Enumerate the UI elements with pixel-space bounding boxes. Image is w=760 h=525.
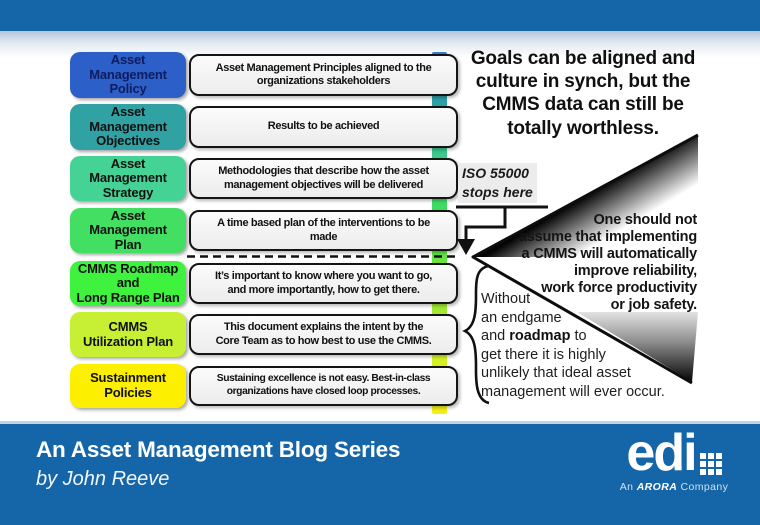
tagline-prefix: An bbox=[619, 480, 634, 493]
stage-label-box: Asset Management Policy bbox=[70, 52, 186, 98]
stage-label-box: Asset Management Strategy bbox=[70, 156, 186, 201]
stage-desc-box: Methodologies that describe how the asse… bbox=[189, 158, 458, 199]
stage-label-line: Asset bbox=[110, 207, 146, 223]
stage-label-line: Asset bbox=[110, 155, 146, 171]
iso-55000-note: ISO 55000 stops here bbox=[458, 163, 537, 203]
edi-logo-text: edi bbox=[626, 424, 697, 482]
without-roadmap-note: Without an endgame and roadmap to get th… bbox=[481, 290, 709, 401]
table-row: Asset Management Strategy Methodologies … bbox=[70, 156, 458, 201]
stage-label-line: Long Range Plan bbox=[76, 289, 180, 305]
edi-logo: edi An ARORA Company bbox=[604, 424, 744, 493]
stage-label-box: Asset Management Plan bbox=[70, 208, 186, 253]
table-row: CMMS Roadmap and Long Range Plan It’s im… bbox=[70, 261, 458, 306]
stage-label-line: Management bbox=[89, 66, 167, 82]
top-banner bbox=[0, 0, 760, 31]
table-row: Asset Management Objectives Results to b… bbox=[70, 104, 458, 150]
stage-label-line: Asset bbox=[110, 104, 146, 120]
stage-label-box: CMMS Utilization Plan bbox=[70, 312, 186, 357]
stage-desc-box: Sustaining excellence is not easy. Best-… bbox=[189, 366, 458, 406]
stage-label-line: CMMS bbox=[108, 318, 148, 334]
stage-label-line: Policy bbox=[109, 81, 147, 97]
stage-label-line: Policies bbox=[104, 385, 152, 400]
stage-label-line: Management bbox=[89, 118, 167, 134]
bottom-banner bbox=[0, 421, 760, 525]
tagline-suffix: Company bbox=[680, 480, 729, 493]
stage-desc-box: Results to be achieved bbox=[189, 106, 458, 148]
stage-label-box: Asset Management Objectives bbox=[70, 104, 186, 150]
table-row: Asset Management Policy Asset Management… bbox=[70, 52, 458, 98]
stage-label-box: CMMS Roadmap and Long Range Plan bbox=[70, 261, 186, 306]
stage-label-line: Management bbox=[89, 170, 167, 186]
stage-label-line: and bbox=[116, 275, 140, 291]
stage-label-line: Sustainment bbox=[90, 370, 166, 386]
stage-label-box: Sustainment Policies bbox=[70, 364, 186, 408]
stage-label-line: Management bbox=[89, 222, 167, 238]
stage-desc-box: This document explains the intent by the… bbox=[189, 314, 458, 355]
page-title: An Asset Management Blog Series bbox=[36, 437, 401, 462]
headline: Goals can be aligned and culture in sync… bbox=[470, 48, 696, 139]
logo-tagline: An ARORA Company bbox=[604, 481, 744, 493]
stage-label-line: Objectives bbox=[96, 133, 160, 149]
stage-label-line: Plan bbox=[114, 236, 142, 252]
tagline-brand: ARORA bbox=[636, 480, 678, 493]
stage-label-line: Asset bbox=[110, 52, 146, 68]
page-subtitle: by John Reeve bbox=[36, 468, 170, 490]
logo-pixel-grid-icon bbox=[699, 452, 722, 475]
table-row: Asset Management Plan A time based plan … bbox=[70, 208, 458, 253]
table-row: CMMS Utilization Plan This document expl… bbox=[70, 312, 458, 357]
table-row: Sustainment Policies Sustaining excellen… bbox=[70, 364, 458, 408]
stage-desc-box: A time based plan of the interventions t… bbox=[189, 210, 458, 251]
stage-desc-box: Asset Management Principles aligned to t… bbox=[189, 54, 458, 96]
stage-label-line: Utilization Plan bbox=[83, 333, 173, 349]
down-arrow-icon bbox=[457, 239, 475, 255]
without-note-bold: roadmap bbox=[509, 328, 571, 344]
stage-label-line: CMMS Roadmap bbox=[77, 260, 179, 276]
stage-label-line: Strategy bbox=[102, 184, 154, 200]
stage-desc-box: It’s important to know where you want to… bbox=[189, 263, 458, 304]
